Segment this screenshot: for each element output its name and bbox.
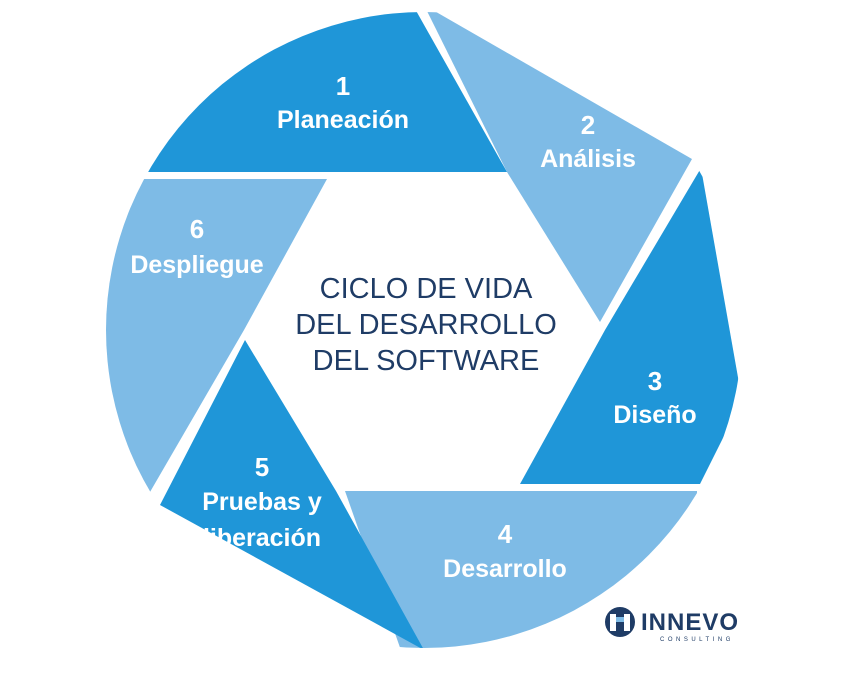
stage-2: 2 Análisis: [540, 110, 636, 173]
segment-4-desarrollo: [345, 491, 700, 648]
stage-5-number: 5: [255, 452, 269, 482]
stage-6-label: Despliegue: [130, 251, 263, 279]
stage-5-label-line-1: Pruebas y: [202, 488, 322, 516]
segment-3-diseno: [520, 168, 742, 484]
innevo-logo-icon: [605, 607, 635, 637]
stage-1-number: 1: [336, 71, 350, 101]
segment-5-pruebas: [160, 340, 424, 648]
logo-name: INNEVO: [641, 609, 739, 636]
stage-3-number: 3: [648, 366, 662, 396]
center-title: CICLO DE VIDA DEL DESARROLLO DEL SOFTWAR…: [295, 273, 557, 377]
stage-3-label: Diseño: [613, 401, 696, 429]
segment-texts: 1 Planeación 2 Análisis 3 Diseño 4 Desar…: [130, 71, 696, 583]
stage-1: 1 Planeación: [277, 71, 409, 134]
logo-subtitle: CONSULTING: [660, 637, 734, 643]
stage-4-label: Desarrollo: [443, 555, 567, 583]
innevo-logo: INNEVO CONSULTING: [605, 607, 739, 643]
stage-2-number: 2: [581, 110, 595, 140]
stage-4-number: 4: [498, 519, 513, 549]
center-title-line-1: CICLO DE VIDA: [320, 273, 533, 305]
stage-2-label: Análisis: [540, 145, 636, 173]
stage-4: 4 Desarrollo: [443, 519, 567, 583]
segment-6-despliegue: [106, 179, 327, 492]
stage-6: 6 Despliegue: [130, 214, 263, 279]
stage-3: 3 Diseño: [613, 366, 696, 429]
stage-5: 5 Pruebas y liberación: [202, 452, 322, 552]
center-title-line-2: DEL DESARROLLO: [295, 309, 557, 341]
stage-5-label-line-2: liberación: [203, 524, 321, 552]
stage-6-number: 6: [190, 214, 204, 244]
segment-2-analisis: [424, 12, 692, 322]
center-title-line-3: DEL SOFTWARE: [313, 345, 540, 377]
stage-1-label: Planeación: [277, 106, 409, 134]
